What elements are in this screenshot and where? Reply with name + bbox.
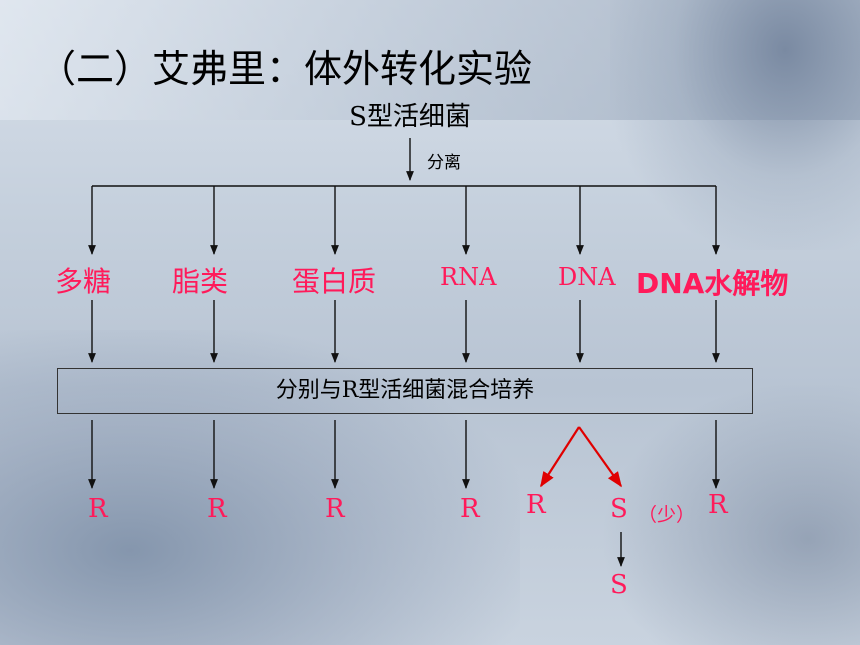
arrows-to-results [88, 420, 720, 489]
component-protein: 蛋白质 [292, 265, 377, 298]
component-lipid: 脂类 [172, 265, 229, 298]
arrows-to-components [88, 186, 720, 255]
component-dna-hydrolysate: DNA水解物 [636, 267, 789, 300]
result-dna-r: R [526, 490, 546, 520]
background-wall-right [600, 380, 860, 645]
separate-label: 分离 [427, 153, 461, 173]
result-dna-hydrolysate: R [708, 490, 728, 520]
result-lipid: R [207, 494, 227, 524]
mix-culture-box [57, 368, 753, 414]
arrows-to-mix [88, 300, 720, 363]
source-bacteria: S型活细菌 [349, 102, 471, 132]
result-protein: R [325, 494, 345, 524]
result-polysaccharide: R [88, 494, 108, 524]
final-result-s: S [610, 570, 628, 600]
background-wall-top [610, 0, 860, 250]
component-rna: RNA [440, 263, 497, 291]
mix-culture-label: 分别与R型活细菌混合培养 [275, 378, 535, 403]
result-rna: R [460, 494, 480, 524]
dna-split-arrows [540, 426, 622, 488]
result-dna-s: S [610, 494, 628, 524]
few-note: （少） [638, 504, 696, 526]
background-wall-bottom [0, 330, 520, 645]
slide-title: （二）艾弗里：体外转化实验 [38, 47, 533, 91]
component-dna: DNA [558, 263, 616, 291]
component-polysaccharide: 多糖 [55, 265, 112, 298]
